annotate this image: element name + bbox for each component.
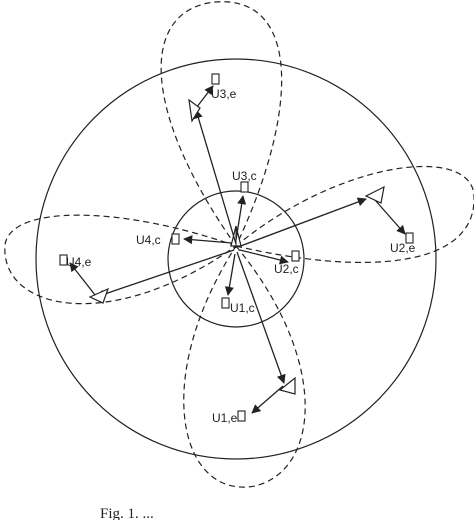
ue-u4c-icon <box>171 233 180 245</box>
inner-cell-circle <box>167 190 305 328</box>
label-u2e: U2,e <box>390 241 416 255</box>
arrow-to-relay-bottom <box>236 251 286 384</box>
beam-lobe-right <box>234 165 474 263</box>
arrow-to-relay-right <box>237 197 367 248</box>
ue-u3c-icon <box>240 181 249 193</box>
relay-top-icon <box>188 98 201 123</box>
label-u1c: U1,c <box>230 301 255 315</box>
arrow-to-u2c <box>239 249 289 265</box>
arrow-to-u1c <box>224 253 236 296</box>
relay-bottom-icon <box>278 376 296 395</box>
relay-right-icon <box>364 185 385 204</box>
arrow-to-relay-top <box>193 109 237 245</box>
ue-u2e-icon <box>405 232 414 244</box>
arrow-relay-to-u1e <box>251 385 284 414</box>
relay-left-icon <box>88 287 110 304</box>
arrow-to-u3c <box>235 195 247 241</box>
label-u3c: U3,c <box>232 169 257 183</box>
ue-u1c-icon <box>221 297 230 309</box>
arrow-relay-to-u4e <box>69 262 100 301</box>
arrow-relay-to-u2e <box>374 199 406 235</box>
label-u2c: U2,c <box>274 262 299 276</box>
arrow-to-u4c <box>183 235 233 245</box>
ue-u2c-icon <box>291 250 300 262</box>
arrow-to-relay-left <box>95 249 235 299</box>
label-u3e: U3,e <box>211 87 237 101</box>
figure-caption: Fig. 1. ... <box>100 506 154 520</box>
label-u4e: U4,e <box>66 255 92 269</box>
beam-lobe-bottom <box>183 244 306 488</box>
outer-cell-circle <box>35 58 437 460</box>
ue-u3e-icon <box>211 73 220 85</box>
ue-u4e-icon <box>59 254 68 266</box>
ue-u1e-icon <box>237 410 246 422</box>
beam-lobe-top <box>160 1 283 248</box>
label-u1e: U1,e <box>212 411 238 425</box>
beam-lobe-left <box>4 214 238 305</box>
label-u4c: U4,c <box>136 233 161 247</box>
